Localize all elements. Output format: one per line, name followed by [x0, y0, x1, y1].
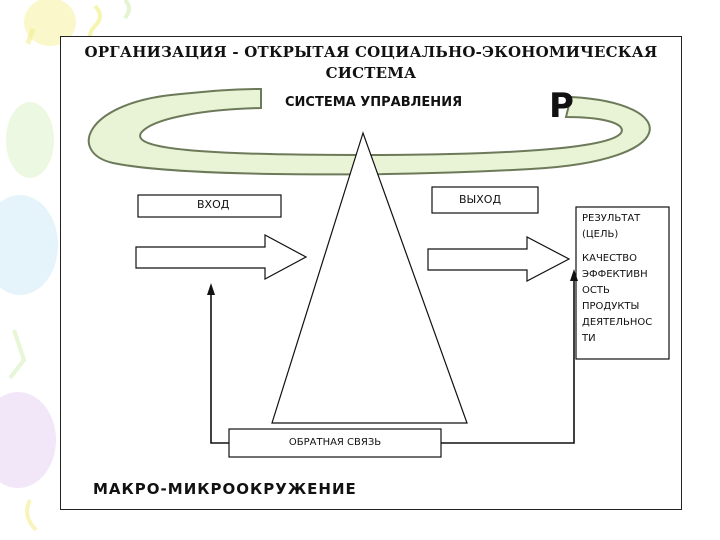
- input-label: ВХОД: [197, 198, 230, 211]
- diagram-frame: ОРГАНИЗАЦИЯ - ОТКРЫТАЯ СОЦИАЛЬНО-ЭКОНОМИ…: [60, 36, 682, 510]
- input-arrow: [135, 233, 308, 281]
- result-line: ТИ: [582, 333, 596, 344]
- feedback-line-right: [441, 277, 575, 444]
- balloon-shape: [6, 102, 54, 178]
- result-line: КАЧЕСТВО: [582, 253, 637, 264]
- management-ring: [87, 87, 651, 176]
- input-box: [137, 194, 282, 218]
- output-box: [431, 186, 539, 214]
- title-line-2: СИСТЕМА: [325, 64, 417, 82]
- system-diagram: [87, 87, 670, 458]
- balloon-shape: [24, 0, 76, 46]
- result-box: [575, 206, 670, 360]
- result-line: РЕЗУЛЬТАТ: [582, 213, 641, 224]
- result-line: (ЦЕЛЬ): [582, 229, 619, 240]
- p-letter: Р: [549, 86, 574, 126]
- result-text: РЕЗУЛЬТАТ (ЦЕЛЬ) КАЧЕСТВО ЭФФЕКТИВН ОСТЬ…: [576, 207, 669, 359]
- output-arrow: [427, 236, 571, 282]
- feedback-arrowhead-right: [570, 269, 578, 281]
- result-line-spacer: [582, 243, 669, 251]
- balloon-shape: [0, 392, 56, 488]
- system-triangle: [271, 131, 468, 424]
- result-line: ОСТЬ: [582, 285, 610, 296]
- result-line: ДЕЯТЕЛЬНОС: [582, 317, 653, 328]
- feedback-arrowhead-left: [207, 283, 215, 295]
- output-label: ВЫХОД: [459, 193, 502, 206]
- feedback-label: ОБРАТНАЯ СВЯЗЬ: [288, 437, 382, 448]
- environment-label: МАКРО-МИКРООКРУЖЕНИЕ: [93, 480, 357, 498]
- feedback-line-left: [210, 292, 229, 444]
- balloon-shape: [0, 195, 58, 295]
- result-line: ЭФФЕКТИВН: [582, 269, 648, 280]
- management-system-label: СИСТЕМА УПРАВЛЕНИЯ: [285, 95, 463, 110]
- title-line-1: ОРГАНИЗАЦИЯ - ОТКРЫТАЯ СОЦИАЛЬНО-ЭКОНОМИ…: [84, 43, 658, 61]
- result-line: ПРОДУКТЫ: [582, 301, 640, 312]
